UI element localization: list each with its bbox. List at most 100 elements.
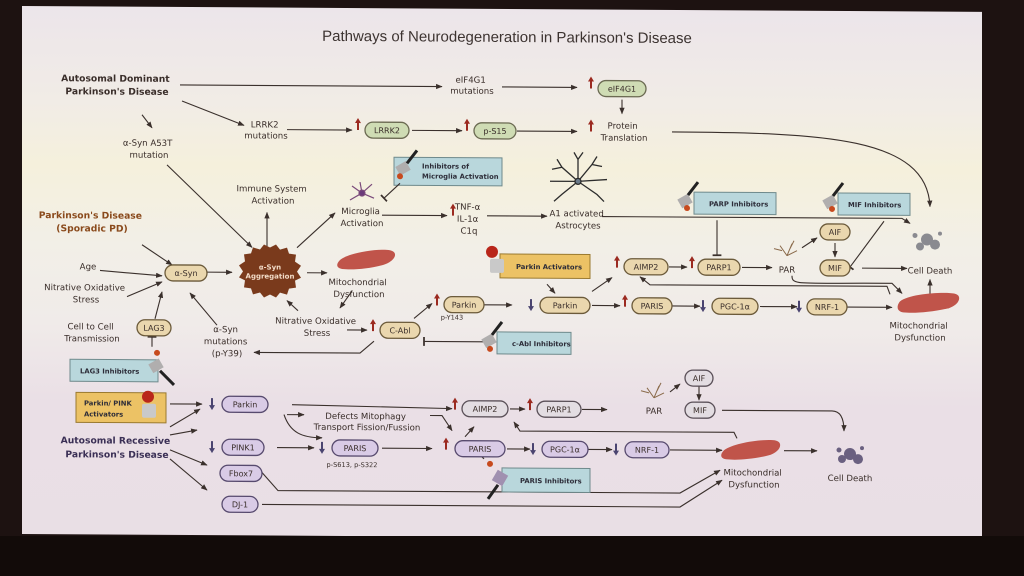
svg-text:α-Syn: α-Syn (259, 263, 281, 271)
parkin-pink-activators-box[interactable]: Parkin/ PINK Activators (75, 390, 167, 424)
edge-mito-nitrative (339, 290, 353, 309)
node-lrrk2[interactable]: LRRK2 (364, 121, 410, 139)
edge-ad-lrrk2 (181, 100, 245, 126)
node-eif4g1[interactable]: eIF4G1 (597, 79, 647, 98)
svg-text:AIMP2: AIMP2 (634, 263, 659, 272)
svg-text:PGC-1α: PGC-1α (550, 445, 580, 454)
edge-ar-parkin (169, 408, 201, 428)
svg-text:AIMP2: AIMP2 (473, 405, 498, 414)
node-nrf1-ar[interactable]: NRF-1 (624, 441, 670, 459)
microglia-inhibitors-box[interactable]: Inhibitors of Microglia Activation (393, 149, 503, 187)
node-paris-top[interactable]: PARIS (631, 297, 673, 315)
nodes: eIF4G1 LRRK2 p-S15 α-Syn LAG3 C-Abl Park… (136, 79, 851, 514)
paris-phospho-label: p-S613, p-S322 (327, 461, 378, 469)
node-aimp2-top[interactable]: AIMP2 (623, 258, 669, 276)
node-lag3[interactable]: LAG3 (136, 319, 172, 337)
inhibitor-hand-icon (677, 181, 700, 212)
svg-text:PARP Inhibitors: PARP Inhibitors (709, 200, 768, 208)
node-paris-ar-down[interactable]: PARIS (331, 439, 379, 457)
svg-text:Parkin: Parkin (452, 301, 477, 310)
svg-text:PINK1: PINK1 (231, 443, 255, 452)
edge-ar-fbox7 (169, 449, 208, 466)
node-pgc1a-ar[interactable]: PGC-1α (541, 440, 589, 459)
cell-to-cell-label: Cell to Cell Transmission (63, 322, 120, 344)
par-polymer-icon (640, 382, 665, 399)
svg-text:c-Abl Inhibitors: c-Abl Inhibitors (512, 340, 571, 348)
edge-par-aif (801, 237, 818, 249)
node-aimp2-ar[interactable]: AIMP2 (461, 400, 509, 418)
svg-text:PARIS: PARIS (469, 445, 492, 454)
svg-text:p-S15: p-S15 (483, 127, 506, 136)
inhibitor-hand-icon (822, 182, 845, 212)
svg-text:α-Syn: α-Syn (174, 269, 197, 278)
up-arrow-icon (434, 293, 440, 306)
edge-parkin-aimp2-ar (291, 404, 453, 412)
svg-text:AIF: AIF (693, 374, 706, 383)
up-arrow-icon (443, 437, 449, 450)
asyn-aggregation-icon: α-Syn Aggregation (239, 244, 301, 298)
node-aif-ar[interactable]: AIF (684, 369, 714, 387)
edge-nitrative-agg (286, 300, 299, 312)
edge-microglia-inhibitor (380, 182, 401, 203)
inhibitor-hand-icon (481, 321, 504, 352)
node-parkin-up[interactable]: Parkin (443, 295, 485, 314)
down-arrow-icon (796, 300, 802, 313)
mito-dysfunction-3-label: Mitochondrial Dysfunction (723, 468, 784, 490)
node-asyn[interactable]: α-Syn (164, 264, 208, 282)
eif4g1-mutations-label: eIF4G1 mutations (450, 76, 494, 97)
node-p-s15[interactable]: p-S15 (473, 122, 517, 140)
par-bottom-label: PAR (646, 407, 663, 417)
node-mif-ar[interactable]: MIF (684, 401, 716, 419)
up-arrow-icon (527, 398, 533, 411)
up-arrow-icon (614, 255, 620, 268)
node-c-abl[interactable]: C-Abl (379, 321, 421, 340)
node-parkin-ar[interactable]: Parkin (221, 395, 269, 414)
paris-inhibitors-box[interactable]: PARIS Inhibitors (486, 460, 591, 500)
node-pink1[interactable]: PINK1 (221, 438, 265, 457)
node-mif-top[interactable]: MIF (819, 259, 851, 277)
therapeutics: Inhibitors of Microglia Activation PARP … (69, 149, 911, 500)
node-aif-top[interactable]: AIF (819, 223, 851, 241)
node-paris-ar-up[interactable]: PARIS (454, 440, 506, 458)
mitochondria-icon (897, 292, 960, 313)
node-nrf1-top[interactable]: NRF-1 (806, 298, 848, 316)
par-polymer-icon (773, 240, 798, 257)
parkin-activators-box[interactable]: Parkin Activators (486, 245, 591, 279)
parkin-py143-label: p-Y143 (441, 314, 463, 322)
edge-fbox7-mito (261, 469, 721, 494)
up-arrow-icon (452, 397, 458, 410)
asyn-mutations-label: α-Syn mutations (p-Y39) (204, 325, 250, 359)
illustrations: α-Syn Aggregation (239, 152, 960, 465)
svg-text:Parkin Activators: Parkin Activators (516, 263, 582, 271)
edge-mifinh-mif (845, 220, 885, 271)
svg-text:NRF-1: NRF-1 (815, 303, 839, 312)
labels: Autosomal Dominant Parkinson's Disease e… (39, 73, 953, 490)
mito-dysfunction-2-label: Mitochondrial Dysfunction (889, 321, 950, 343)
lag3-inhibitors-box[interactable]: LAG3 Inhibitors (69, 349, 176, 386)
svg-text:Parkin: Parkin (233, 400, 258, 409)
node-parp1-top[interactable]: PARP1 (697, 258, 741, 276)
autosomal-dominant-label: Autosomal Dominant Parkinson's Disease (61, 73, 173, 98)
edge-astrocytes-celldeath (602, 215, 911, 224)
node-parkin-down[interactable]: Parkin (539, 296, 591, 315)
par-top-label: PAR (779, 266, 796, 276)
cell-death-top-label: Cell Death (908, 266, 953, 276)
sporadic-pd-label: Parkinson's Disease (Sporadic PD) (39, 210, 145, 235)
cytokines-label: TNF-α IL-1α C1q (454, 203, 483, 237)
svg-text:NRF-1: NRF-1 (635, 446, 659, 455)
svg-text:Activators: Activators (84, 410, 123, 418)
mif-inhibitors-box[interactable]: MIF Inhibitors (822, 182, 911, 216)
edge-translation-celldeath (671, 131, 933, 208)
c-abl-inhibitors-box[interactable]: c-Abl Inhibitors (481, 321, 572, 355)
mitochondria-icon (337, 249, 396, 270)
inhibitor-hand-icon (148, 349, 176, 386)
node-fbox7[interactable]: Fbox7 (219, 464, 263, 483)
node-parp1-ar[interactable]: PARP1 (536, 400, 582, 419)
node-dj1[interactable]: DJ-1 (221, 495, 259, 514)
node-pgc1a-top[interactable]: PGC-1α (711, 297, 759, 316)
edge-mito-aimp2 (639, 276, 891, 295)
edge-cabl-parkin (413, 303, 433, 319)
edge-mif-celldeath-ar (722, 409, 847, 432)
parp-inhibitors-box[interactable]: PARP Inhibitors (677, 181, 777, 216)
edge-nitrative-asyn (126, 281, 163, 298)
